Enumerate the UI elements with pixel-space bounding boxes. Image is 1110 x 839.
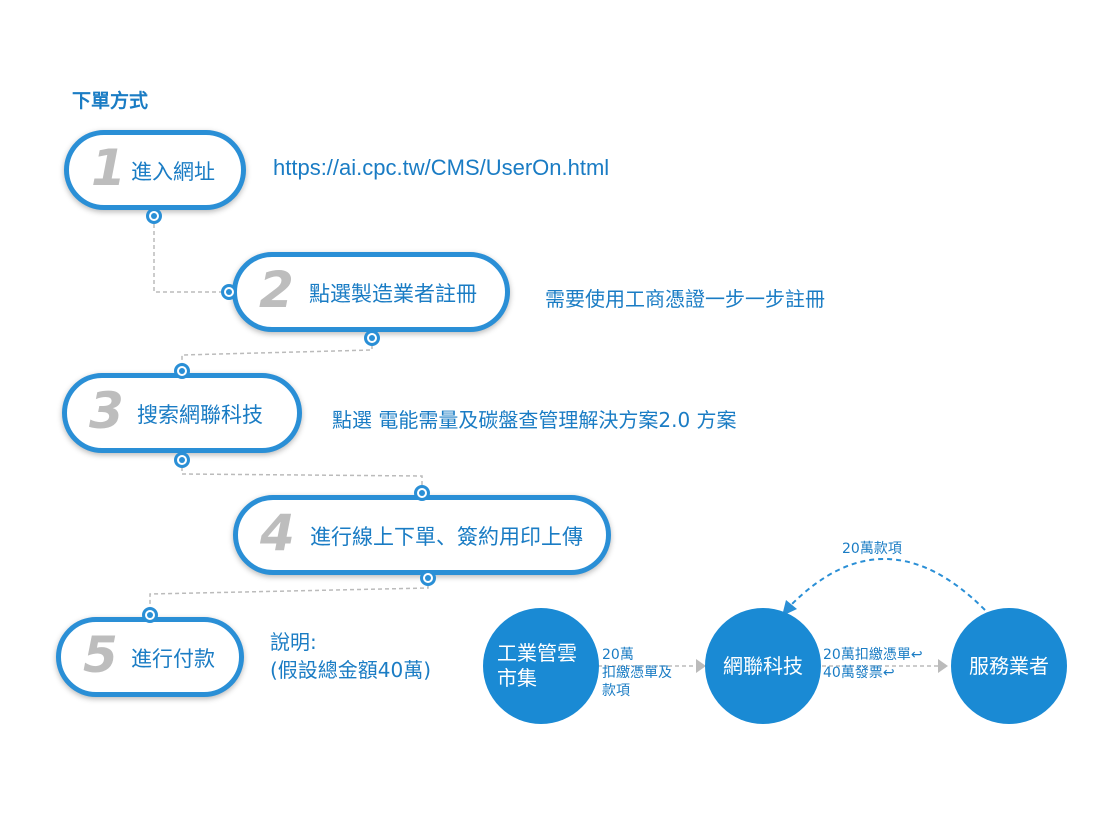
- step-1-label: 進入網址: [131, 160, 215, 184]
- step-2-number: 2: [259, 261, 294, 319]
- connector-dot: [221, 284, 237, 300]
- connector-dot: [174, 363, 190, 379]
- edge1-label: 20萬 扣繳憑單及 款項: [602, 646, 672, 701]
- step-5-note-title: 說明:: [270, 630, 317, 654]
- node-company-label: 網聯科技: [723, 653, 803, 678]
- edge1-line: 扣繳憑單及: [602, 665, 672, 682]
- step-4: 4 進行線上下單、簽約用印上傳: [233, 495, 611, 575]
- step-1-number: 1: [91, 139, 126, 197]
- node-company: 網聯科技: [705, 608, 821, 724]
- connector-dot: [364, 330, 380, 346]
- connector-dot: [146, 208, 162, 224]
- return-edge-label: 20萬款項: [842, 541, 902, 557]
- step-3: 3 搜索網聯科技: [62, 373, 302, 453]
- step-5-label: 進行付款: [131, 647, 215, 671]
- step-5: 5 進行付款: [56, 617, 244, 697]
- page-title: 下單方式: [72, 90, 149, 112]
- edge2-label: 20萬扣繳憑單↩ 40萬發票↩: [823, 646, 923, 682]
- step-2: 2 點選製造業者註冊: [232, 252, 510, 332]
- node-service-provider: 服務業者: [951, 608, 1067, 724]
- node-platform-label: 工業管雲市集: [497, 641, 577, 690]
- step-2-label: 點選製造業者註冊: [309, 282, 477, 306]
- edge2-line: 20萬扣繳憑單↩: [823, 647, 923, 663]
- node-service-provider-label: 服務業者: [969, 653, 1049, 678]
- step-3-number: 3: [89, 382, 124, 440]
- edge1-line: 款項: [602, 683, 630, 700]
- step-1-url[interactable]: https://ai.cpc.tw/CMS/UserOn.html: [273, 155, 610, 180]
- step-1: 1 進入網址: [64, 130, 246, 210]
- step-2-note: 需要使用工商憑證一步一步註冊: [545, 287, 825, 311]
- node-platform: 工業管雲市集: [483, 608, 599, 724]
- step-4-number: 4: [260, 504, 295, 562]
- step-5-note-detail: (假設總金額40萬): [270, 658, 432, 682]
- step-3-note: 點選 電能需量及碳盤查管理解決方案2.0 方案: [332, 408, 737, 432]
- step-4-label: 進行線上下單、簽約用印上傳: [310, 525, 583, 549]
- connector-dot: [414, 485, 430, 501]
- edge2-line: 40萬發票↩: [823, 665, 895, 682]
- connector-dot: [174, 452, 190, 468]
- step-5-number: 5: [83, 626, 118, 684]
- connector-dot: [142, 607, 158, 623]
- step-3-label: 搜索網聯科技: [137, 403, 263, 427]
- connector-dot: [420, 570, 436, 586]
- edge1-line: 20萬: [602, 647, 634, 663]
